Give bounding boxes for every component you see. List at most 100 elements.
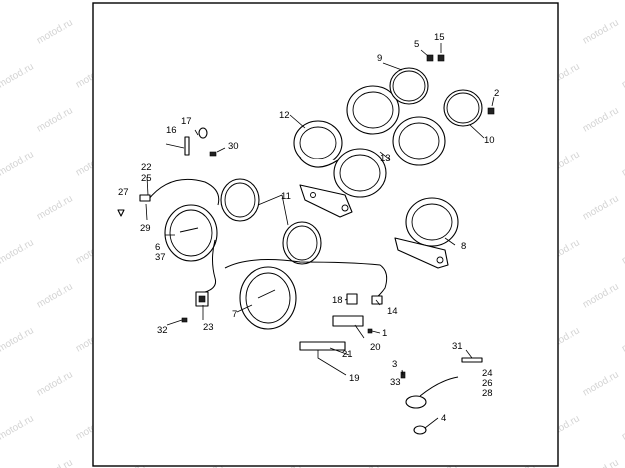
screw-15 bbox=[437, 54, 445, 62]
watermark-text: motod.ru bbox=[620, 0, 625, 3]
watermark-text: motod.ru bbox=[35, 281, 75, 310]
watermark-text: motod.ru bbox=[74, 0, 114, 3]
gauge-cup-13b bbox=[333, 148, 387, 198]
relay-18 bbox=[346, 293, 358, 305]
connector-23 bbox=[195, 291, 209, 307]
tachometer-7 bbox=[239, 266, 297, 330]
sensor-4 bbox=[413, 425, 427, 435]
callout-labels: 1 2 3 4 5 6 7 8 9 10 11 12 13 14 15 16 1… bbox=[118, 32, 499, 424]
socket-16 bbox=[184, 136, 190, 156]
watermark-text: motod.ru bbox=[35, 105, 75, 134]
sensor-33 bbox=[405, 376, 459, 409]
bracket-31 bbox=[461, 357, 483, 363]
screw-1 bbox=[367, 328, 373, 334]
nut-27 bbox=[117, 209, 125, 217]
callout-17: 17 bbox=[181, 116, 192, 127]
bulb-17 bbox=[198, 127, 208, 139]
callout-8: 8 bbox=[461, 241, 466, 252]
watermark-text: motod.ru bbox=[35, 193, 75, 222]
watermark-text: motod.ru bbox=[230, 0, 270, 3]
watermark-text: motod.ru bbox=[0, 149, 36, 178]
bar-21 bbox=[299, 341, 346, 351]
callout-3: 3 bbox=[392, 359, 397, 370]
bezel-ring-11b bbox=[282, 221, 322, 265]
callout-5: 5 bbox=[414, 39, 419, 50]
watermark-text: motod.ru bbox=[152, 0, 192, 3]
callout-2: 2 bbox=[494, 88, 499, 99]
gauge-cup-12 bbox=[293, 120, 343, 168]
callout-11: 11 bbox=[281, 191, 291, 202]
callout-22: 22 bbox=[141, 162, 152, 173]
watermark-text: motod.ru bbox=[581, 105, 621, 134]
terminal-22 bbox=[139, 194, 151, 202]
callout-23: 23 bbox=[203, 322, 214, 333]
callout-24: 24 bbox=[482, 368, 493, 379]
screw-5 bbox=[426, 54, 434, 62]
watermark-text: motod.ru bbox=[464, 0, 504, 3]
callout-33: 33 bbox=[390, 377, 401, 388]
callout-29: 29 bbox=[140, 223, 151, 234]
bezel-ring-11a bbox=[220, 178, 260, 222]
callout-30: 30 bbox=[228, 141, 239, 152]
callout-21: 21 bbox=[342, 349, 353, 360]
watermark-text: motod.ru bbox=[620, 413, 625, 442]
callout-31: 31 bbox=[452, 341, 463, 352]
screw-32 bbox=[181, 317, 188, 323]
watermark-text: motod.ru bbox=[308, 0, 348, 3]
watermark-text: motod.ru bbox=[581, 369, 621, 398]
callout-6: 6 bbox=[155, 242, 160, 253]
callout-10: 10 bbox=[484, 135, 495, 146]
callout-27: 27 bbox=[118, 187, 129, 198]
callout-32: 32 bbox=[157, 325, 168, 336]
gauge-cup-13c bbox=[392, 116, 446, 166]
mounting-bracket-13 bbox=[299, 184, 353, 218]
connector-14 bbox=[371, 295, 383, 305]
callout-18: 18 bbox=[332, 295, 343, 306]
callout-15: 15 bbox=[434, 32, 445, 43]
module-20 bbox=[332, 315, 364, 327]
callout-19: 19 bbox=[349, 373, 360, 384]
callout-25: 25 bbox=[141, 173, 152, 184]
watermark-text: motod.ru bbox=[581, 17, 621, 46]
screw-2 bbox=[487, 107, 495, 115]
callout-20: 20 bbox=[370, 342, 381, 353]
watermark-text: motod.ru bbox=[581, 281, 621, 310]
gauge-cup-13a bbox=[346, 85, 400, 135]
watermark-text: motod.ru bbox=[0, 0, 36, 3]
watermark-text: motod.ru bbox=[620, 149, 625, 178]
watermark-text: motod.ru bbox=[0, 237, 36, 266]
watermark-text: motod.ru bbox=[542, 0, 582, 3]
speedometer-6 bbox=[164, 204, 218, 262]
bezel-ring-9 bbox=[389, 67, 429, 105]
watermark-text: motod.ru bbox=[620, 61, 625, 90]
callout-4: 4 bbox=[441, 413, 446, 424]
callout-9: 9 bbox=[377, 53, 382, 64]
screw-30 bbox=[209, 151, 217, 157]
gauge-cup-8 bbox=[394, 197, 459, 269]
watermark-text: motod.ru bbox=[620, 325, 625, 354]
watermark-text: motod.ru bbox=[35, 17, 75, 46]
watermark-text: motod.ru bbox=[620, 237, 625, 266]
watermark-text: motod.ru bbox=[0, 413, 36, 442]
watermark-text: motod.ru bbox=[35, 369, 75, 398]
callout-28: 28 bbox=[482, 388, 493, 399]
watermark-text: motod.ru bbox=[581, 193, 621, 222]
watermark-text: motod.ru bbox=[386, 0, 426, 3]
callout-1: 1 bbox=[382, 328, 387, 339]
callout-37: 37 bbox=[155, 252, 166, 263]
callout-7: 7 bbox=[232, 309, 237, 320]
watermark-text: motod.ru bbox=[0, 61, 36, 90]
watermark-text: motod.ru bbox=[35, 457, 75, 468]
callout-26: 26 bbox=[482, 378, 493, 389]
callout-12: 12 bbox=[279, 110, 290, 121]
watermark-text: motod.ru bbox=[0, 325, 36, 354]
leader-lines bbox=[145, 43, 495, 429]
callout-13: 13 bbox=[380, 153, 391, 164]
callout-14: 14 bbox=[387, 306, 398, 317]
wiring-harness bbox=[147, 178, 388, 301]
watermark-text: motod.ru bbox=[581, 457, 621, 468]
callout-16: 16 bbox=[166, 125, 177, 136]
bezel-ring-10 bbox=[443, 89, 483, 127]
